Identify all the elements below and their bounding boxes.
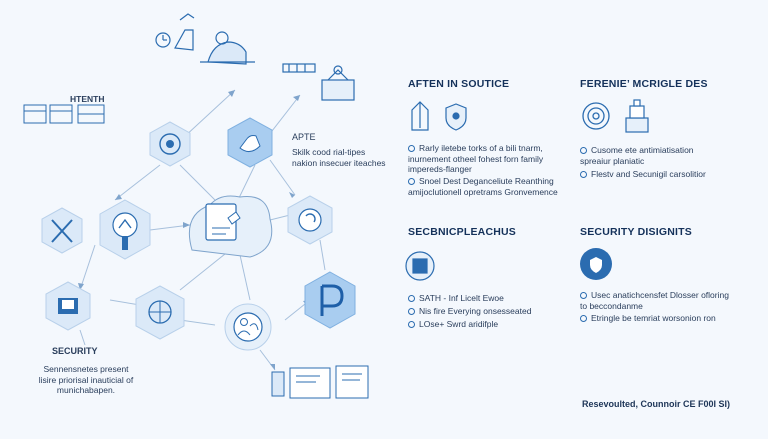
- footer-caption: Resevoulted, Counnoir CE F00I SI): [582, 399, 731, 409]
- apte-title: APTE: [292, 132, 316, 142]
- calendar-grid-icon: [23, 104, 105, 124]
- hex-node-globe[interactable]: [135, 285, 185, 340]
- bullet-top-right-1: Cusome ete antimiatisation spreaiur plan…: [580, 145, 694, 166]
- hub-cloud-node[interactable]: [188, 195, 273, 258]
- bullet-top-left-1: Rarly iletebe torks of a bili tnarm, inu…: [408, 143, 544, 174]
- section-title-bottom-right: SECURITY DISIGNITS: [580, 226, 692, 238]
- hex-node-tools[interactable]: [41, 207, 83, 254]
- hex-node-gear[interactable]: [149, 121, 191, 167]
- hex-node-shield[interactable]: [99, 199, 151, 260]
- left-security-title: SECURITY: [52, 346, 98, 356]
- left-security-description: Sennensnetes present lisire priorisal in…: [38, 364, 134, 395]
- chip-icon: [405, 251, 435, 281]
- building-icon: [282, 63, 355, 101]
- pedestal-lock-icon: [625, 99, 649, 133]
- section-title-bottom-left: SECBNICPLEACHUS: [408, 226, 517, 238]
- bullet-bottom-left-2: Nis fire Everying onsesseated: [408, 306, 531, 317]
- bullet-bottom-left-1: SATH - Inf Licelt Ewoe: [408, 293, 504, 304]
- hex-node-people[interactable]: [224, 303, 272, 351]
- pencil-doc-icon: [411, 101, 429, 131]
- bullet-bottom-right-1: Usec anatichcensfet Dlosser ofloring to …: [580, 290, 729, 311]
- clock-desk-icon: [155, 13, 195, 51]
- section-title-top-left: AFTEN IN SOUTICE: [408, 78, 510, 90]
- bullet-bottom-right-2: Etringle be temriat worsonion ron: [580, 313, 716, 324]
- bullet-top-right-2: Flestv and Secunigil carsolitior: [580, 169, 706, 180]
- section-title-top-right: FERENIE’ MCRIGLE DES: [580, 78, 708, 90]
- bullet-bottom-left-3: LOse+ Swrd aridifple: [408, 319, 498, 330]
- fingerprint-icon: [582, 102, 610, 130]
- hex-node-p-badge[interactable]: [304, 271, 356, 329]
- shield-badge-icon: [445, 103, 467, 131]
- hex-node-mobile[interactable]: [45, 281, 91, 331]
- hex-node-hand-heart[interactable]: [227, 117, 273, 168]
- hex-node-lock-circle[interactable]: [287, 195, 333, 245]
- security-shield-circle-icon: [580, 248, 612, 280]
- document-chart-icon: [271, 365, 369, 399]
- apte-description: Skilk cood rial-tipes nakion insecuer it…: [292, 147, 386, 168]
- connector-lines: [79, 89, 326, 371]
- bullet-top-left-2: Snoel Dest Deganceliute Reanthing amijoc…: [408, 176, 558, 197]
- person-laptop-icon: [200, 31, 255, 65]
- top-left-caption: HTENTH: [70, 94, 105, 104]
